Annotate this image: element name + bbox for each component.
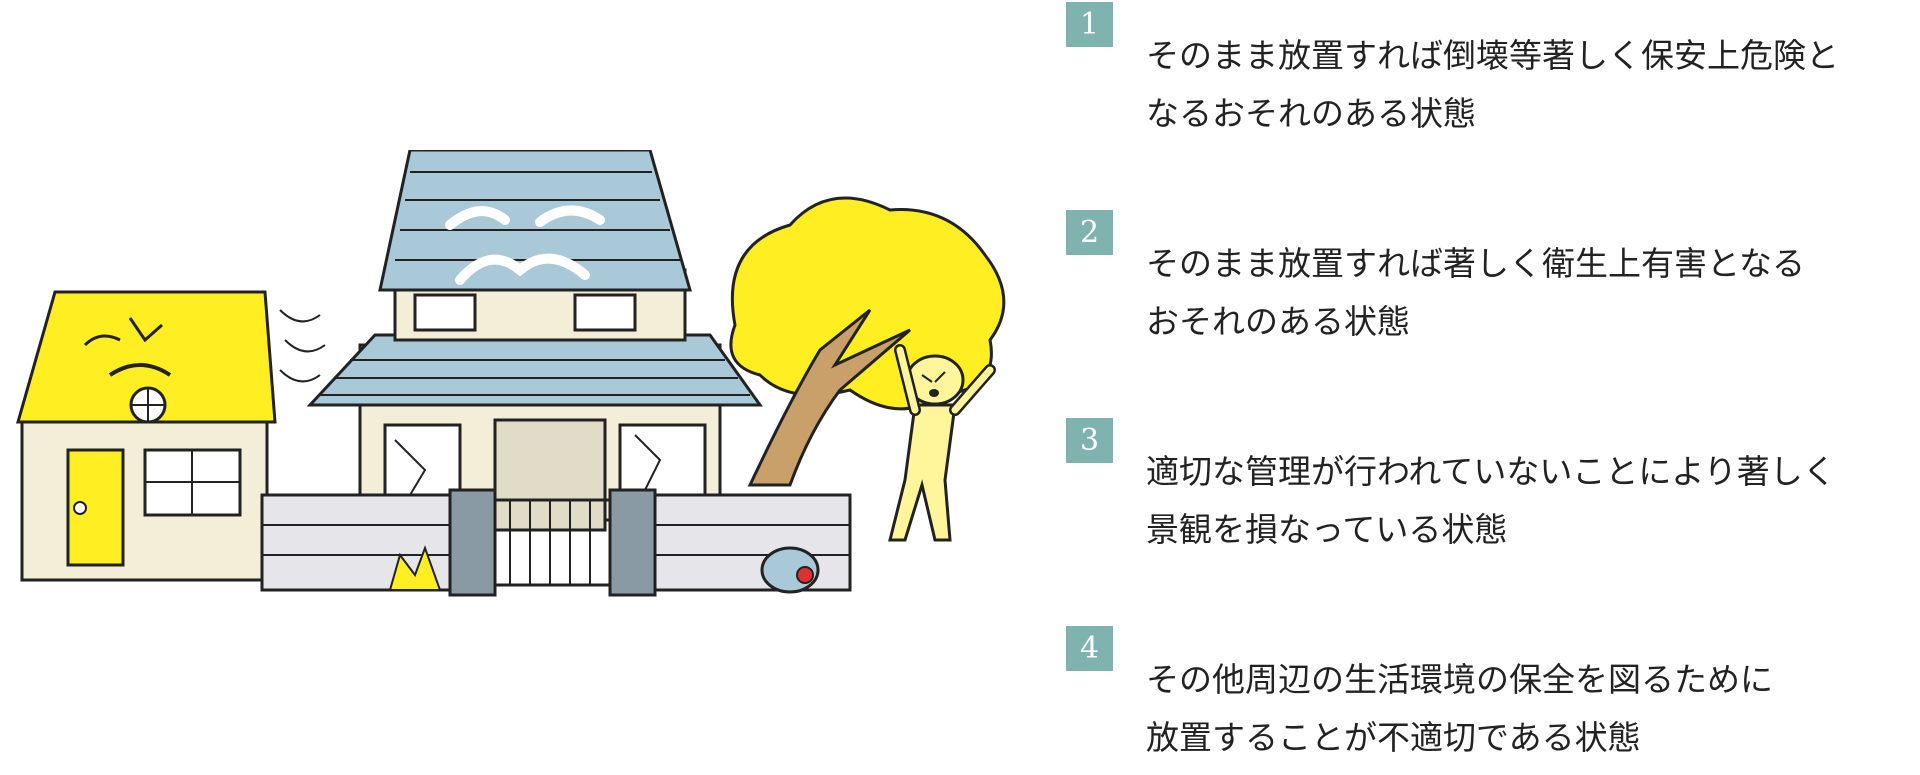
condition-description: その他周辺の生活環境の保全を図るために 放置することが不適切である状態	[1146, 651, 1906, 767]
neighbor-house	[16, 290, 326, 582]
condition-item-3: 3 適切な管理が行われていないことにより著しく 景観を損なっている状態	[1066, 418, 1906, 568]
condition-item-2: 2 そのまま放置すれば著しく衛生上有害となる おそれのある状態	[1066, 210, 1906, 360]
condition-number-badge: 1	[1066, 2, 1113, 47]
abandoned-house-illustration	[0, 148, 1020, 620]
condition-number-badge: 3	[1066, 418, 1113, 463]
block-wall	[260, 488, 852, 597]
condition-line: なるおそれのある状態	[1146, 94, 1476, 133]
condition-line: 景観を損なっている状態	[1146, 510, 1508, 549]
abandoned-house	[306, 148, 763, 532]
condition-description: そのまま放置すれば倒壊等著しく保安上危険と なるおそれのある状態	[1146, 27, 1906, 143]
condition-description: 適切な管理が行われていないことにより著しく 景観を損なっている状態	[1146, 443, 1906, 559]
condition-item-1: 1 そのまま放置すれば倒壊等著しく保安上危険と なるおそれのある状態	[1066, 2, 1906, 152]
overgrown-tree	[729, 196, 1006, 487]
condition-number-badge: 2	[1066, 210, 1113, 255]
condition-item-4: 4 その他周辺の生活環境の保全を図るために 放置することが不適切である状態	[1066, 626, 1906, 775]
condition-description: そのまま放置すれば著しく衛生上有害となる おそれのある状態	[1146, 235, 1906, 351]
condition-line: 適切な管理が行われていないことにより著しく	[1146, 452, 1836, 491]
condition-line: その他周辺の生活環境の保全を図るために	[1146, 660, 1773, 699]
condition-line: そのまま放置すれば著しく衛生上有害となる	[1146, 244, 1806, 283]
condition-number-badge: 4	[1066, 626, 1113, 671]
condition-list: 1 そのまま放置すれば倒壊等著しく保安上危険と なるおそれのある状態 2 そのま…	[1066, 0, 1906, 775]
condition-line: そのまま放置すれば倒壊等著しく保安上危険と	[1146, 36, 1839, 75]
condition-line: 放置することが不適切である状態	[1146, 718, 1641, 757]
condition-line: おそれのある状態	[1146, 302, 1410, 341]
distressed-person	[888, 344, 996, 542]
